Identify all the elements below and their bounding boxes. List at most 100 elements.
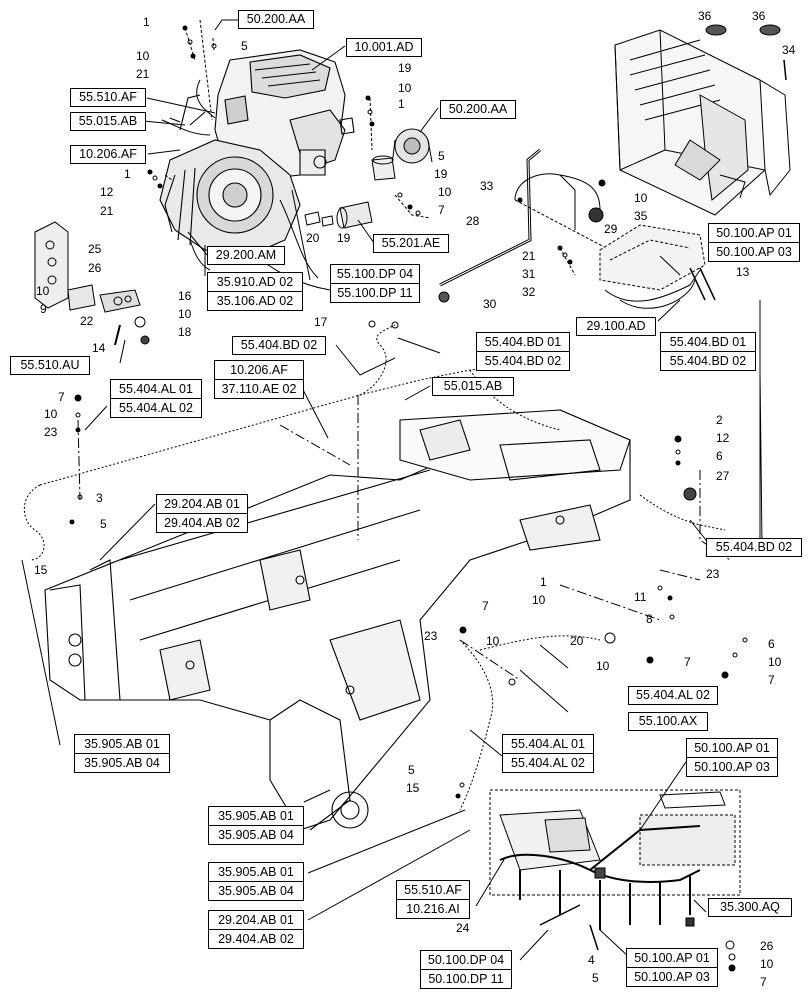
cooling-pack-illustration xyxy=(614,24,791,216)
ref-55-404-al-02-left[interactable]: 55.404.AL 02 xyxy=(111,398,201,417)
ref-29-404-ab-02-bot[interactable]: 29.404.AB 02 xyxy=(209,929,303,948)
ref-35-905-ab-04-mid[interactable]: 35.905.AB 04 xyxy=(209,825,303,844)
callout-number: 5 xyxy=(408,763,415,777)
ref-35-905-ab-01-bot[interactable]: 35.905.AB 01 xyxy=(218,865,294,879)
ref-55-404-al-01-left[interactable]: 55.404.AL 01 xyxy=(119,382,193,396)
callout-number: 35 xyxy=(634,209,648,223)
ref-50-100-ap-03-top[interactable]: 50.100.AP 03 xyxy=(709,242,799,261)
ref-55-404-bd-right-group[interactable]: 55.404.BD 01 55.404.BD 02 xyxy=(660,332,756,371)
callout-number: 21 xyxy=(136,67,150,81)
ref-55-404-bd-02-right[interactable]: 55.404.BD 02 xyxy=(661,351,755,370)
ref-29-204-ab-01-left[interactable]: 29.204.AB 01 xyxy=(164,497,240,511)
filter-bracket-illustration xyxy=(371,155,396,181)
ref-55-100-dp-11[interactable]: 55.100.DP 11 xyxy=(331,283,419,302)
callout-number: 21 xyxy=(100,204,114,218)
ref-55-404-bd-02-lower[interactable]: 55.404.BD 02 xyxy=(706,538,802,557)
ref-55-100-dp-04[interactable]: 55.100.DP 04 xyxy=(336,267,414,281)
ref-50-100-ap-01-low[interactable]: 50.100.AP 01 xyxy=(694,741,770,755)
callout-number: 10 xyxy=(486,634,500,648)
ref-50-100-ap-01-bot[interactable]: 50.100.AP 01 xyxy=(634,951,710,965)
callout-number: 33 xyxy=(480,179,494,193)
callout-number: 14 xyxy=(92,341,106,355)
mounting-plate-illustration xyxy=(34,221,69,309)
hydraulic-tank-illustration xyxy=(599,224,716,309)
ref-50-200-aa-right[interactable]: 50.200.AA xyxy=(440,100,516,119)
ref-55-100-dp-group[interactable]: 55.100.DP 04 55.100.DP 11 xyxy=(330,264,420,303)
callout-number: 11 xyxy=(634,590,647,604)
callout-number: 28 xyxy=(466,214,480,228)
ref-55-404-bd-01-mid[interactable]: 55.404.BD 01 xyxy=(484,335,562,349)
callout-number: 27 xyxy=(716,469,730,483)
ref-55-510-af-bot-group[interactable]: 55.510.AF 10.216.AI xyxy=(396,880,470,919)
ref-50-100-ap-low-group[interactable]: 50.100.AP 01 50.100.AP 03 xyxy=(686,738,778,777)
callout-number: 3 xyxy=(96,491,103,505)
ref-29-100-ad[interactable]: 29.100.AD xyxy=(576,317,656,336)
callout-number: 7 xyxy=(768,673,775,687)
ref-35-905-ab-01-left[interactable]: 35.905.AB 01 xyxy=(84,737,160,751)
ref-55-015-ab-mid[interactable]: 55.015.AB xyxy=(432,377,514,396)
ref-35-905-ab-mid-group[interactable]: 35.905.AB 01 35.905.AB 04 xyxy=(208,806,304,845)
callout-number: 24 xyxy=(456,921,470,935)
ref-50-100-ap-03-low[interactable]: 50.100.AP 03 xyxy=(687,757,777,776)
ref-35-905-ab-bot-group[interactable]: 35.905.AB 01 35.905.AB 04 xyxy=(208,862,304,901)
callout-number: 5 xyxy=(241,39,248,53)
ref-10-206-af-mid[interactable]: 10.206.AF xyxy=(230,363,288,377)
ref-10-206-af-mid-group[interactable]: 10.206.AF 37.110.AE 02 xyxy=(214,360,304,399)
callout-number: 10 xyxy=(438,185,452,199)
ref-55-404-bd-01-right[interactable]: 55.404.BD 01 xyxy=(669,335,747,349)
ref-55-404-bd-02-upper[interactable]: 55.404.BD 02 xyxy=(232,336,326,355)
ref-55-015-ab-left[interactable]: 55.015.AB xyxy=(70,112,146,131)
ref-29-204-ab-01-bot[interactable]: 29.204.AB 01 xyxy=(218,913,294,927)
callout-number: 6 xyxy=(768,637,775,651)
ref-10-216-ai[interactable]: 10.216.AI xyxy=(397,899,469,918)
ref-55-510-af[interactable]: 55.510.AF xyxy=(70,88,146,107)
callout-number: 1 xyxy=(540,575,547,589)
callout-number: 10 xyxy=(178,307,192,321)
ref-50-100-ap-01-top[interactable]: 50.100.AP 01 xyxy=(716,226,792,240)
ref-29-204-ab-bot-group[interactable]: 29.204.AB 01 29.404.AB 02 xyxy=(208,910,304,949)
ref-55-510-af-bot[interactable]: 55.510.AF xyxy=(404,883,462,897)
ref-55-100-ax[interactable]: 55.100.AX xyxy=(628,712,708,731)
ref-55-404-al-left-group[interactable]: 55.404.AL 01 55.404.AL 02 xyxy=(110,379,202,418)
ref-50-100-ap-03-bot[interactable]: 50.100.AP 03 xyxy=(627,967,717,986)
callout-number: 36 xyxy=(698,9,712,23)
ref-55-404-al-low-group[interactable]: 55.404.AL 01 55.404.AL 02 xyxy=(502,734,594,773)
ref-55-404-bd-02-mid[interactable]: 55.404.BD 02 xyxy=(477,351,569,370)
ref-50-200-aa-top[interactable]: 50.200.AA xyxy=(238,10,314,29)
ref-55-201-ae[interactable]: 55.201.AE xyxy=(373,234,449,253)
callout-number: 10 xyxy=(532,593,546,607)
ref-50-100-dp-11[interactable]: 50.100.DP 11 xyxy=(421,969,511,988)
ref-50-100-ap-top-group[interactable]: 50.100.AP 01 50.100.AP 03 xyxy=(708,223,800,262)
ref-55-404-al-02-right[interactable]: 55.404.AL 02 xyxy=(628,686,718,705)
alternator-illustration xyxy=(391,128,433,166)
ref-35-905-ab-left-group[interactable]: 35.905.AB 01 35.905.AB 04 xyxy=(74,734,170,773)
ref-55-404-al-01-low[interactable]: 55.404.AL 01 xyxy=(511,737,585,751)
callout-number: 31 xyxy=(522,267,536,281)
ref-35-910-ad-02[interactable]: 35.910.AD 02 xyxy=(216,275,294,289)
bracket-assembly-illustration xyxy=(67,284,150,346)
ref-35-910-ad-02-group[interactable]: 35.910.AD 02 35.106.AD 02 xyxy=(207,272,303,311)
ref-50-100-dp-group[interactable]: 50.100.DP 04 50.100.DP 11 xyxy=(420,950,512,989)
ref-10-001-ad[interactable]: 10.001.AD xyxy=(346,38,422,57)
ref-37-110-ae-02[interactable]: 37.110.AE 02 xyxy=(215,379,303,398)
ref-10-206-af-left[interactable]: 10.206.AF xyxy=(70,145,146,164)
ref-29-204-ab-left-group[interactable]: 29.204.AB 01 29.404.AB 02 xyxy=(156,494,248,533)
ref-35-905-ab-04-bot[interactable]: 35.905.AB 04 xyxy=(209,881,303,900)
ref-55-510-au[interactable]: 55.510.AU xyxy=(10,356,90,375)
ref-35-300-aq[interactable]: 35.300.AQ xyxy=(708,898,792,917)
callout-number: 1 xyxy=(143,15,150,29)
starter-illustration xyxy=(336,201,373,229)
callout-number: 10 xyxy=(398,81,412,95)
ref-35-905-ab-04-left[interactable]: 35.905.AB 04 xyxy=(75,753,169,772)
ref-55-404-al-02-low[interactable]: 55.404.AL 02 xyxy=(503,753,593,772)
ref-35-106-ad-02[interactable]: 35.106.AD 02 xyxy=(208,291,302,310)
callout-number: 12 xyxy=(100,185,114,199)
callout-number: 7 xyxy=(684,655,691,669)
ref-50-100-ap-bot-group[interactable]: 50.100.AP 01 50.100.AP 03 xyxy=(626,948,718,987)
callout-number: 20 xyxy=(306,231,320,245)
ref-55-404-bd-mid-group[interactable]: 55.404.BD 01 55.404.BD 02 xyxy=(476,332,570,371)
ref-50-100-dp-04[interactable]: 50.100.DP 04 xyxy=(427,953,505,967)
ref-29-404-ab-02-left[interactable]: 29.404.AB 02 xyxy=(157,513,247,532)
ref-35-905-ab-01-mid[interactable]: 35.905.AB 01 xyxy=(218,809,294,823)
ref-29-200-am[interactable]: 29.200.AM xyxy=(207,246,285,265)
